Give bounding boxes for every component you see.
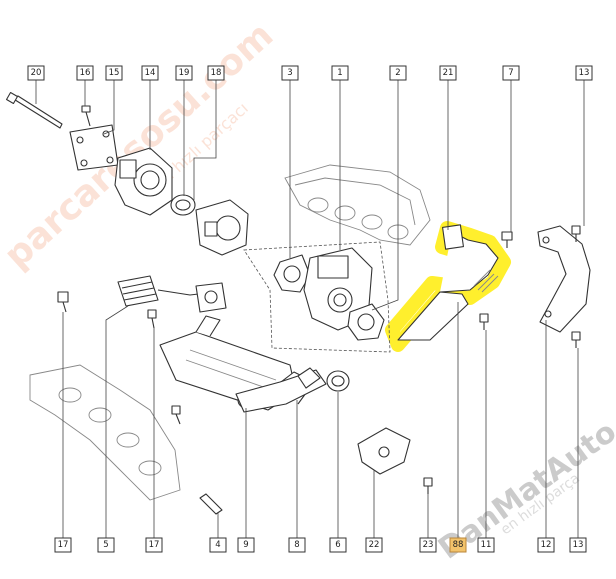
egr-gasket-part xyxy=(273,254,311,293)
callout-label: 17 xyxy=(54,537,72,553)
callout-label: 5 xyxy=(97,537,115,553)
egr-pipe-part xyxy=(397,224,499,341)
heat-shield-part xyxy=(537,225,591,333)
pipe-support-bolt-part xyxy=(479,313,489,330)
callout-label: 1 xyxy=(331,65,349,81)
callout-label: 18 xyxy=(207,65,225,81)
callout-label: 13 xyxy=(569,537,587,553)
svg-text:4: 4 xyxy=(215,540,220,550)
callout-label: 14 xyxy=(141,65,159,81)
long-bolt-part xyxy=(5,91,63,129)
o-ring-gasket-part xyxy=(170,194,196,216)
callout-label: 3 xyxy=(281,65,299,81)
svg-text:15: 15 xyxy=(109,68,120,78)
adapter-housing-part xyxy=(195,199,249,256)
flex-pipe-part xyxy=(117,275,227,313)
svg-text:88: 88 xyxy=(453,540,464,550)
cooler-bolt-part xyxy=(171,405,223,515)
svg-text:9: 9 xyxy=(243,540,248,550)
callout-label: 22 xyxy=(365,537,383,553)
callout-label: 19 xyxy=(175,65,193,81)
svg-text:2: 2 xyxy=(395,68,400,78)
shield-bolt-part xyxy=(571,225,581,348)
callout-label: 4 xyxy=(209,537,227,553)
egr-valve-part xyxy=(303,247,373,331)
callout-label: 23 xyxy=(419,537,437,553)
gasket-plate-part xyxy=(69,124,119,171)
valve-gasket-part xyxy=(347,303,385,341)
svg-text:3: 3 xyxy=(287,68,292,78)
stud-bolt-part xyxy=(57,291,157,329)
callout-label: 2 xyxy=(389,65,407,81)
callout-label: 17 xyxy=(145,537,163,553)
svg-text:18: 18 xyxy=(211,68,222,78)
svg-text:17: 17 xyxy=(58,540,69,550)
callout-label: 20 xyxy=(27,65,45,81)
callout-label: 21 xyxy=(439,65,457,81)
svg-text:13: 13 xyxy=(579,68,590,78)
callout-label: 16 xyxy=(76,65,94,81)
svg-text:8: 8 xyxy=(294,540,299,550)
callout-label: 7 xyxy=(502,65,520,81)
exhaust-manifold-outline xyxy=(29,364,181,501)
callout-label-highlighted: 88 xyxy=(449,537,467,553)
svg-text:22: 22 xyxy=(369,540,380,550)
bypass-pipe-part xyxy=(235,367,327,413)
svg-text:5: 5 xyxy=(103,540,108,550)
svg-text:20: 20 xyxy=(31,68,42,78)
svg-text:13: 13 xyxy=(573,540,584,550)
callout-label: 6 xyxy=(329,537,347,553)
throttle-body-part xyxy=(114,147,173,216)
svg-text:11: 11 xyxy=(481,540,492,550)
leader-lines xyxy=(35,80,585,538)
svg-text:7: 7 xyxy=(508,68,513,78)
bracket-bolt-part xyxy=(423,477,433,494)
egr-valve-group-outline xyxy=(243,241,391,353)
callout-label: 11 xyxy=(477,537,495,553)
callout-label: 8 xyxy=(288,537,306,553)
small-bolt-part xyxy=(81,105,91,127)
svg-text:6: 6 xyxy=(335,540,340,550)
intake-manifold-outline xyxy=(284,164,431,246)
callout-label: 9 xyxy=(237,537,255,553)
callout-label: 12 xyxy=(537,537,555,553)
svg-text:16: 16 xyxy=(80,68,91,78)
svg-text:12: 12 xyxy=(541,540,552,550)
svg-text:23: 23 xyxy=(423,540,434,550)
pipe-clamp-part xyxy=(326,370,350,392)
callout-label: 13 xyxy=(575,65,593,81)
callout-label: 15 xyxy=(105,65,123,81)
svg-text:21: 21 xyxy=(443,68,454,78)
svg-text:17: 17 xyxy=(149,540,160,550)
svg-text:19: 19 xyxy=(179,68,190,78)
svg-text:1: 1 xyxy=(337,68,342,78)
mounting-bracket-part xyxy=(357,427,411,475)
svg-text:14: 14 xyxy=(145,68,156,78)
pipe-bolt-part xyxy=(501,231,513,248)
